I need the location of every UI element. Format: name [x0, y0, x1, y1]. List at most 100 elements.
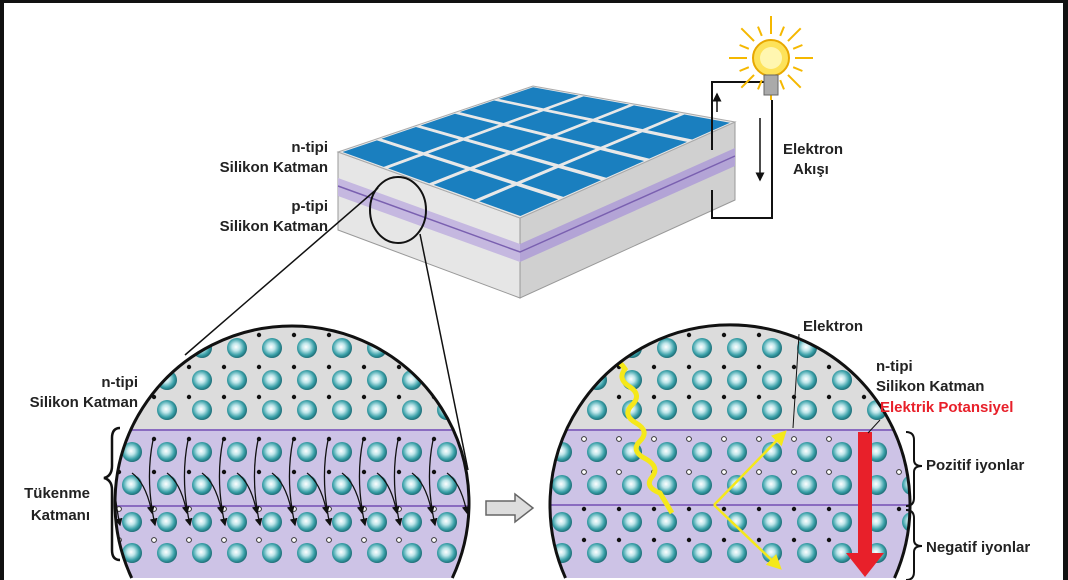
silicon-atom: [902, 512, 910, 532]
hole-dot: [721, 436, 727, 442]
electron-dot: [256, 394, 262, 400]
light-ray: [787, 27, 802, 42]
silicon-atom: [552, 475, 572, 495]
silicon-atom: [692, 512, 712, 532]
silicon-atom: [587, 475, 607, 495]
electron-dot: [151, 469, 157, 475]
silicon-atom: [797, 400, 817, 420]
electron-dot: [291, 332, 297, 338]
silicon-atom: [832, 475, 852, 495]
silicon-atom: [367, 400, 387, 420]
solar-cell: [428, 140, 507, 168]
silicon-atom: [122, 543, 142, 563]
electron-migration-arrow: [148, 439, 158, 527]
silicon-atom: [657, 338, 677, 358]
hole-dot: [151, 537, 157, 543]
silicon-atom: [587, 543, 607, 563]
electron-dot: [826, 394, 832, 400]
silicon-atom: [367, 370, 387, 390]
silicon-atom: [587, 370, 607, 390]
silicon-atom: [297, 370, 317, 390]
frame-top: [0, 0, 1068, 3]
silicon-atom: [262, 512, 282, 532]
hole-dot: [791, 436, 797, 442]
silicon-atom: [692, 543, 712, 563]
electron-dot: [651, 394, 657, 400]
electron-dot: [896, 506, 902, 512]
frame-right: [1063, 0, 1068, 580]
silicon-atom: [797, 442, 817, 462]
electron-dot: [396, 364, 402, 370]
electron-dot: [186, 469, 192, 475]
silicon-atom: [902, 475, 910, 495]
silicon-atom: [587, 400, 607, 420]
electron-dot: [791, 537, 797, 543]
silicon-atom: [192, 442, 212, 462]
electron-dot: [291, 469, 297, 475]
right-circle-outline: [548, 323, 912, 579]
electron-dot: [791, 364, 797, 370]
electron-label: Elektron: [803, 318, 863, 335]
electron-dot: [256, 364, 262, 370]
silicon-atom: [762, 400, 782, 420]
silicon-atom: [262, 442, 282, 462]
electron-migration-arrow: [376, 472, 400, 515]
light-ray: [739, 44, 750, 50]
light-ray: [757, 26, 763, 37]
electron-migration-arrow: [218, 439, 228, 527]
depletion-layer-label: Tükenme: [24, 485, 90, 502]
silicon-atom: [227, 338, 247, 358]
electron-dot: [326, 332, 332, 338]
silicon-atom: [227, 512, 247, 532]
silicon-atom: [657, 475, 677, 495]
solar-cell: [548, 96, 630, 119]
light-ray: [739, 66, 750, 72]
electron-dot: [756, 537, 762, 543]
silicon-atom: [402, 543, 422, 563]
electron-dot: [616, 394, 622, 400]
electron-dot: [686, 332, 692, 338]
silicon-atom: [402, 512, 422, 532]
electron-dot: [686, 394, 692, 400]
silicon-atom: [727, 370, 747, 390]
electron-dot: [550, 537, 552, 543]
hole-dot: [791, 469, 797, 475]
silicon-atom: [262, 475, 282, 495]
silicon-atom: [692, 475, 712, 495]
hole-dot: [756, 469, 762, 475]
silicon-atom: [797, 543, 817, 563]
silicon-atom: [762, 475, 782, 495]
electron-dot: [221, 364, 227, 370]
solar-panel: [336, 85, 737, 299]
silicon-atom: [332, 475, 352, 495]
silicon-atom: [297, 338, 317, 358]
silicon-atom: [157, 400, 177, 420]
silicon-atom: [727, 338, 747, 358]
silicon-atom: [332, 338, 352, 358]
silicon-atom: [437, 442, 457, 462]
electron-migration-arrow: [288, 439, 298, 527]
silicon-atom: [727, 442, 747, 462]
silicon-atom: [297, 442, 317, 462]
silicon-atom: [227, 400, 247, 420]
solar-cell: [433, 170, 512, 200]
solar-cell: [420, 113, 499, 138]
electron-dot: [326, 364, 332, 370]
silicon-atom: [227, 475, 247, 495]
electron-dot: [651, 332, 657, 338]
silicon-atom: [832, 543, 852, 563]
electron-migration-arrow: [428, 439, 438, 527]
electron-dot: [151, 394, 157, 400]
electron-dot: [721, 394, 727, 400]
hole-dot: [221, 537, 227, 543]
silicon-atom: [762, 370, 782, 390]
silicon-atom: [727, 475, 747, 495]
electron-dot: [186, 364, 192, 370]
silicon-atom: [622, 475, 642, 495]
electron-dot: [291, 394, 297, 400]
silicon-atom: [622, 512, 642, 532]
silicon-atom: [332, 400, 352, 420]
hole-dot: [756, 436, 762, 442]
electron-dot: [221, 469, 227, 475]
silicon-atom: [437, 512, 457, 532]
